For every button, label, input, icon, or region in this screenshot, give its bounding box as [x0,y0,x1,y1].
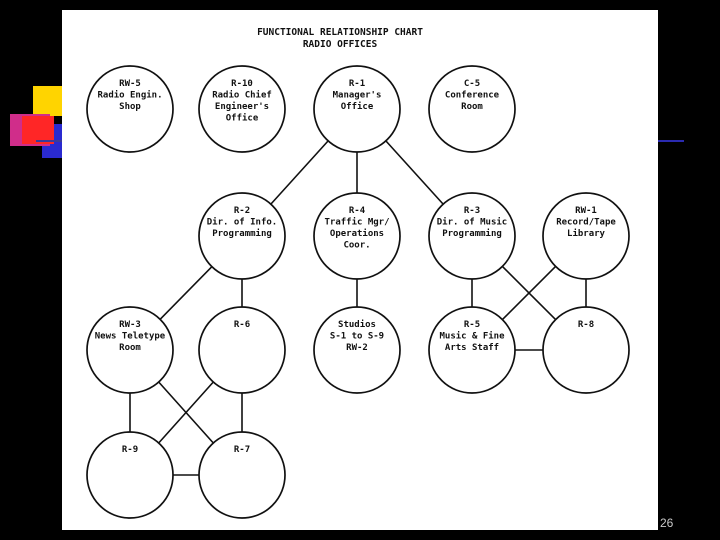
chart-paper: FUNCTIONAL RELATIONSHIP CHART RADIO OFFI… [62,10,658,530]
deco-line-left [36,140,62,142]
node-circle-r3 [428,192,516,280]
node-circle-r2 [198,192,286,280]
node-label-r7-0: R-7 [234,445,250,455]
node-label-r4-3: Coor. [343,241,370,251]
node-circle-rw5 [86,65,174,153]
node-label-rw5-1: Radio Engin. [97,90,162,101]
node-circle-r7 [198,431,286,519]
node-label-r1-0: R-1 [349,79,365,89]
node-label-r8-0: R-8 [578,320,594,330]
edge-r6-r9 [158,381,214,444]
node-circle-rw1 [542,192,630,280]
node-circle-r4 [313,192,401,280]
node-label-r5-1: Music & Fine [439,331,505,342]
deco-red-square [22,116,54,144]
node-circle-r5 [428,306,516,394]
node-r9: R-9 [86,431,174,519]
node-label-r2-2: Programming [212,228,272,239]
deco-yellow-square [33,86,63,116]
edges-layer [129,140,587,476]
node-r7: R-7 [198,431,286,519]
edge-r1-r2 [270,140,329,205]
node-label-rw3-0: RW-3 [119,320,141,330]
node-r8: R-8 [542,306,630,394]
node-label-r5-2: Arts Staff [445,343,499,353]
node-label-rw5-0: RW-5 [119,79,141,89]
node-label-r2-0: R-2 [234,206,250,216]
node-label-c5-0: C-5 [464,79,480,89]
node-label-rw3-2: Room [119,343,141,353]
node-label-r1-1: Manager's [333,91,382,101]
deco-line-right [658,140,684,142]
node-label-c5-1: Conference [445,91,500,101]
node-circle-r9 [86,431,174,519]
node-label-rw1-0: RW-1 [575,206,597,216]
node-r6: R-6 [198,306,286,394]
node-label-r9-0: R-9 [122,445,138,455]
node-circle-rw3 [86,306,174,394]
node-label-c5-2: Room [461,102,483,112]
node-label-r10-3: Office [226,113,259,124]
node-circle-c5 [428,65,516,153]
node-label-r4-0: R-4 [349,206,366,216]
node-label-r4-1: Traffic Mgr/ [324,217,389,228]
slide-number: 26 [660,516,674,530]
node-label-r1-2: Office [341,101,374,112]
node-label-r3-0: R-3 [464,206,480,216]
node-label-r3-2: Programming [442,228,502,239]
node-label-rw1-1: Record/Tape [556,218,616,228]
chart-title-line-1: FUNCTIONAL RELATIONSHIP CHART [257,27,423,38]
node-label-r10-1: Radio Chief [212,90,272,101]
node-label-r4-2: Operations [330,228,384,239]
node-label-r3-1: Dir. of Music [437,217,507,228]
node-label-r5-0: R-5 [464,320,480,330]
node-circle-r10 [198,65,286,153]
node-circle-r6 [198,306,286,394]
node-label-studios-1: S-1 to S-9 [330,332,384,342]
chart-title-line-2: RADIO OFFICES [303,39,378,50]
node-label-studios-2: RW-2 [346,343,368,353]
relationship-diagram: FUNCTIONAL RELATIONSHIP CHART RADIO OFFI… [86,27,630,519]
node-label-r10-2: Engineer's [215,101,269,112]
node-circle-r1 [313,65,401,153]
edge-r1-r3 [385,140,444,205]
node-label-rw1-2: Library [567,228,606,239]
node-label-r10-0: R-10 [231,79,253,89]
node-circle-r8 [542,306,630,394]
edge-r2-rw3 [159,266,213,320]
node-label-studios-0: Studios [338,319,376,330]
edge-r3-r8 [501,265,557,321]
node-label-rw3-1: News Teletype [95,332,166,342]
node-label-rw5-2: Shop [119,102,141,112]
node-circle-studios [313,306,401,394]
node-label-r2-1: Dir. of Info. [207,217,277,228]
chart-title: FUNCTIONAL RELATIONSHIP CHART RADIO OFFI… [257,27,423,50]
node-label-r6-0: R-6 [234,320,250,330]
